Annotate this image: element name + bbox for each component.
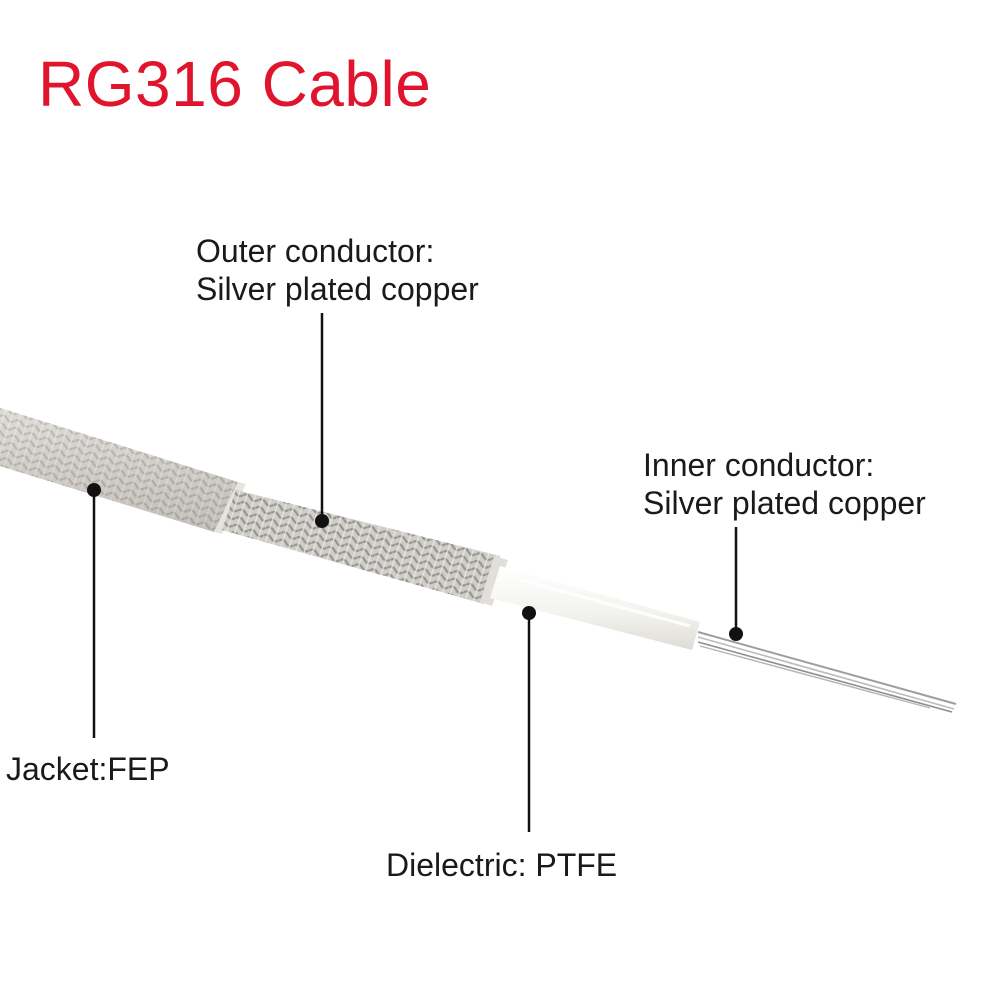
outer-conductor-label: Outer conductor: Silver plated copper (196, 232, 479, 308)
outer-conductor-leader (315, 313, 329, 528)
dielectric-section (490, 566, 700, 650)
dielectric-label-text: Dielectric: PTFE (386, 847, 618, 883)
outer-conductor-braid (222, 490, 508, 606)
outer-conductor-label-line1: Outer conductor: (196, 233, 435, 269)
outer-conductor-label-line2: Silver plated copper (196, 271, 479, 307)
page-title: RG316 Cable (38, 48, 432, 120)
inner-conductor-leader (729, 527, 743, 641)
jacket-label: Jacket:FEP (6, 750, 170, 788)
inner-conductor-label-line2: Silver plated copper (643, 485, 926, 521)
inner-conductor-strands (697, 631, 957, 713)
jacket-label-text: Jacket:FEP (6, 751, 170, 787)
dielectric-leader (522, 606, 536, 832)
dielectric-label: Dielectric: PTFE (386, 846, 617, 884)
inner-conductor-label: Inner conductor: Silver plated copper (643, 446, 926, 522)
inner-conductor-label-line1: Inner conductor: (643, 447, 875, 483)
jacket-section (0, 408, 246, 534)
jacket-leader (87, 483, 101, 738)
